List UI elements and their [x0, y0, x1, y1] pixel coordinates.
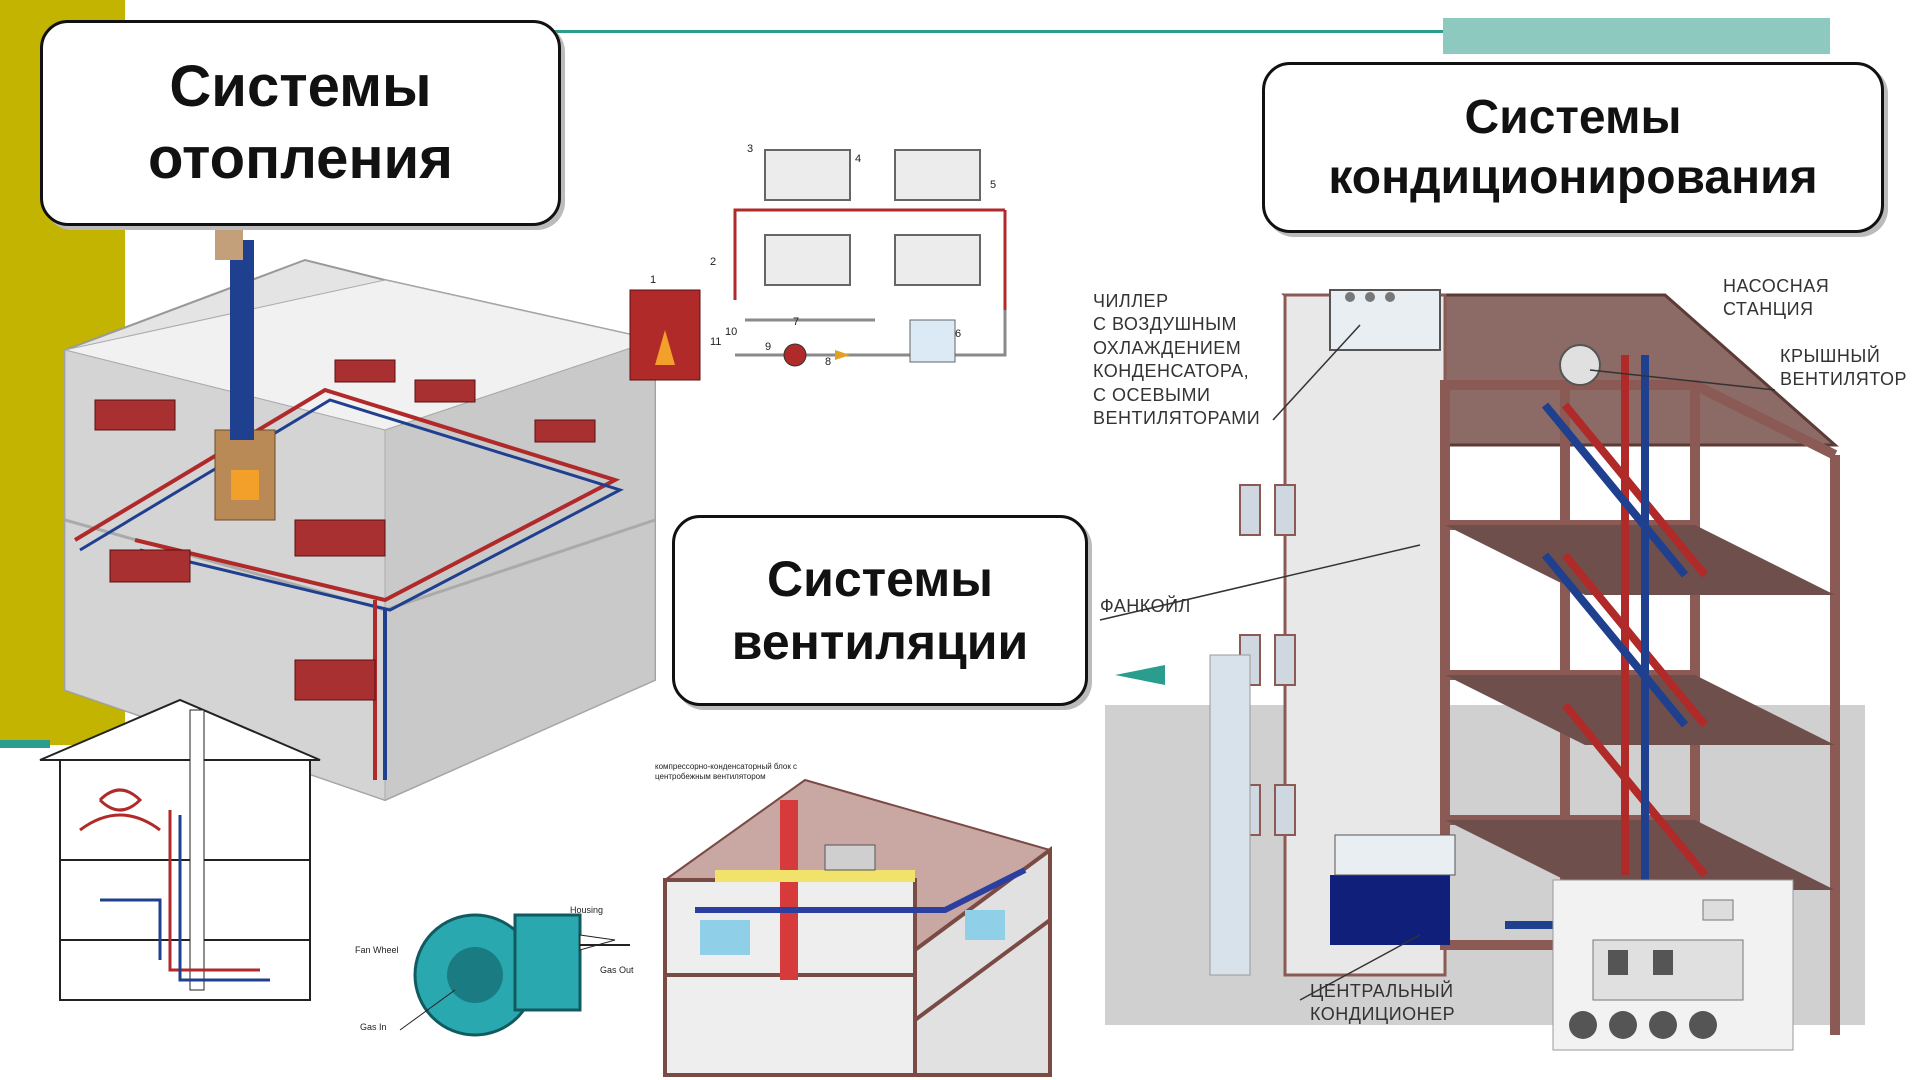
ventilation-house-illustration: [662, 778, 1053, 1077]
scheme-num-8: 8: [825, 356, 831, 368]
teal-accent-line: [0, 740, 50, 748]
scheme-num-9: 9: [765, 341, 771, 353]
heating-title-box: Системы отопления: [40, 20, 561, 226]
outdoor-ac-units-photo: [1552, 879, 1794, 1051]
chiller-label-line4: КОНДЕНСАТОРА,: [1093, 361, 1250, 382]
radiator-icon: [94, 359, 596, 701]
scheme-num-1: 1: [650, 274, 656, 286]
scheme-num-2: 2: [710, 256, 716, 268]
scheme-num-7: 7: [793, 316, 799, 328]
underfloor-heating-house-sketch: [39, 698, 321, 1001]
chiller-label: ЧИЛЛЕР С ВОЗДУШНЫМ ОХЛАЖДЕНИЕМ КОНДЕНСАТ…: [1093, 290, 1260, 430]
fan-wheel-label: Fan Wheel: [355, 945, 399, 955]
heating-title-line2: отопления: [148, 126, 453, 191]
conditioning-title-line1: Системы: [1464, 90, 1682, 144]
central-ac-label-line2: КОНДИЦИОНЕР: [1310, 1004, 1456, 1025]
central-ac-unit-icon: [1330, 875, 1450, 945]
scheme-num-6: 6: [955, 328, 961, 340]
scheme-num-11: 11: [710, 336, 721, 348]
scheme-num-5: 5: [990, 179, 996, 191]
fan-housing-label: Housing: [570, 905, 604, 915]
top-right-accent: [1443, 18, 1830, 54]
gas-out-label: Gas Out: [600, 965, 634, 975]
pump-station-label-line2: СТАНЦИЯ: [1723, 299, 1814, 320]
heating-title-line1: Системы: [169, 53, 432, 119]
pump-station-label: НАСОСНАЯ СТАНЦИЯ: [1723, 275, 1829, 322]
ventilation-title-line1: Системы: [767, 551, 993, 607]
conditioning-title-line2: кондиционирования: [1328, 150, 1818, 204]
heating-circuit-scheme: 1 2 3 4 5 6 7 8 9 10 11: [629, 143, 1007, 381]
central-ac-label-line1: ЦЕНТРАЛЬНЫЙ: [1310, 981, 1454, 1001]
ventilation-unit-label: компрессорно-конденсаторный блок с центр…: [655, 762, 798, 781]
chiller-label-line3: ОХЛАЖДЕНИЕМ: [1093, 337, 1242, 358]
scheme-num-3: 3: [747, 143, 753, 155]
roof-fan-label-line2: ВЕНТИЛЯТОР: [1780, 369, 1907, 390]
heating-house-illustration: [64, 220, 657, 802]
chiller-label-line5: С ОСЕВЫМИ: [1093, 384, 1211, 405]
fancoil-label: ФАНКОЙЛ: [1100, 596, 1191, 616]
centrifugal-fan-illustration: [399, 913, 630, 1037]
chiller-label-line6: ВЕНТИЛЯТОРАМИ: [1093, 407, 1261, 428]
ventilation-title-box: Системы вентиляции: [672, 515, 1088, 706]
gas-in-label: Gas In: [360, 1022, 387, 1032]
pump-station-label-line1: НАСОСНАЯ: [1723, 276, 1830, 296]
conditioning-title-box: Системы кондиционирования: [1262, 62, 1884, 233]
top-rule-line: [540, 30, 1830, 33]
scheme-num-10: 10: [725, 326, 737, 338]
roof-fan-icon: [1559, 344, 1601, 386]
ventilation-title-line2: вентиляции: [731, 613, 1029, 670]
central-ac-label: ЦЕНТРАЛЬНЫЙ КОНДИЦИОНЕР: [1310, 980, 1455, 1027]
roof-fan-label: КРЫШНЫЙ ВЕНТИЛЯТОР: [1780, 345, 1907, 392]
roof-fan-label-line1: КРЫШНЫЙ: [1780, 346, 1881, 366]
radiator-icon: [764, 149, 981, 286]
chiller-label-line1: ЧИЛЛЕР: [1093, 291, 1169, 311]
chiller-label-line2: С ВОЗДУШНЫМ: [1093, 314, 1238, 335]
scheme-num-4: 4: [855, 153, 861, 165]
